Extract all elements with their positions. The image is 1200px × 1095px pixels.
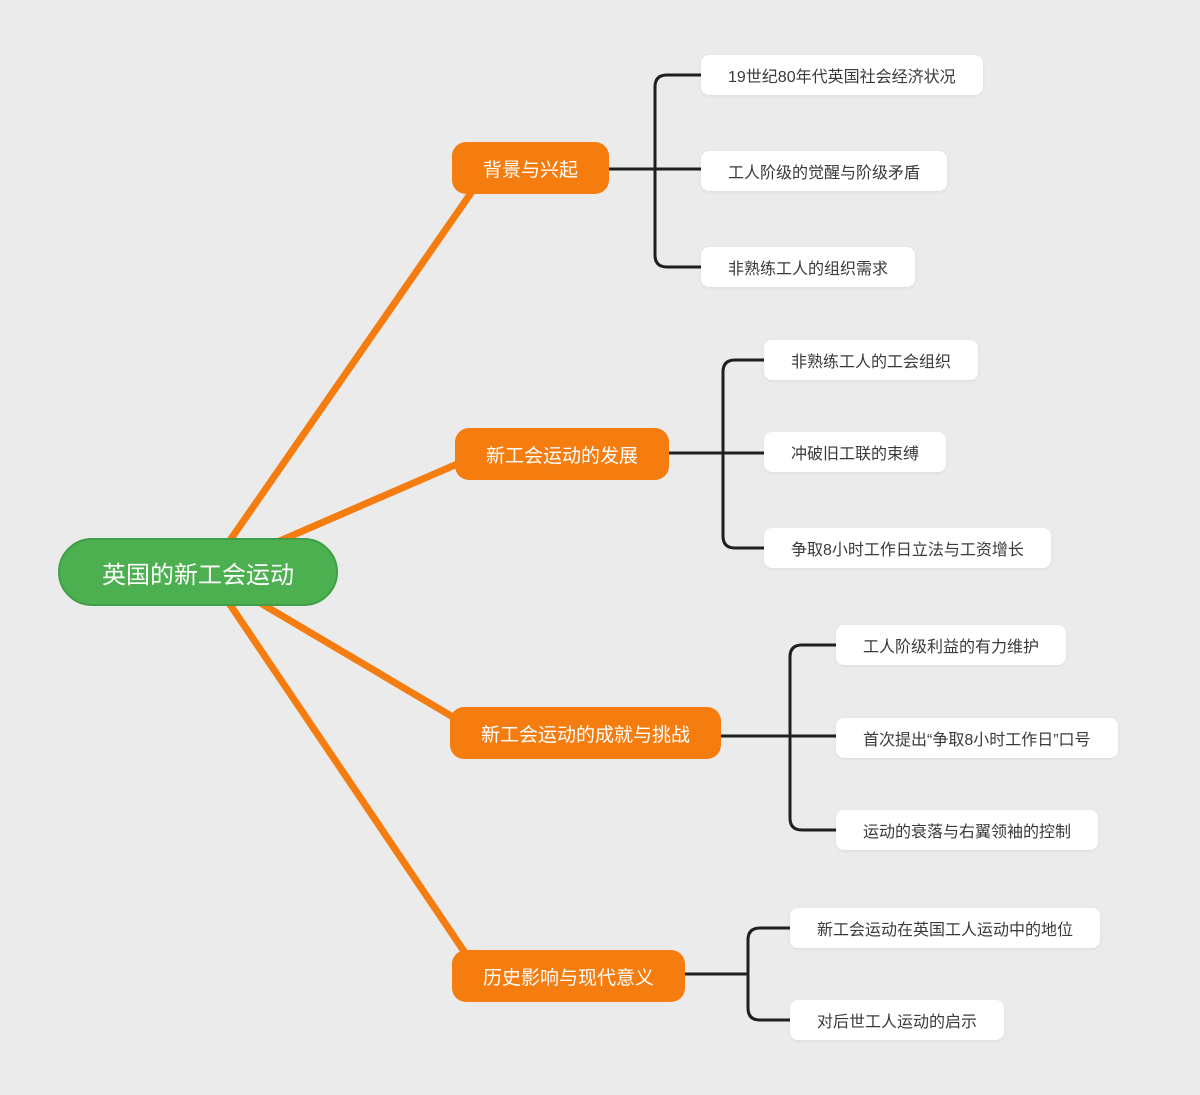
leaf-node[interactable]: 冲破旧工联的束缚 (764, 432, 947, 472)
leaf-node[interactable]: 工人阶级的觉醒与阶级矛盾 (701, 151, 948, 191)
edge-root-branch-4 (204, 568, 484, 979)
leaf-node[interactable]: 运动的衰落与右翼领袖的控制 (836, 810, 1099, 850)
branch-node-historical-significance[interactable]: 历史影响与现代意义 (452, 950, 686, 1002)
root-node[interactable]: 英国的新工会运动 (58, 538, 338, 606)
leaf-node[interactable]: 新工会运动在英国工人运动中的地位 (790, 908, 1101, 948)
leaf-node[interactable]: 争取8小时工作日立法与工资增长 (764, 528, 1051, 568)
leaf-node[interactable]: 对后世工人运动的启示 (790, 1000, 1005, 1040)
branch-node-development[interactable]: 新工会运动的发展 (455, 428, 670, 480)
leaf-node[interactable]: 非熟练工人的组织需求 (701, 247, 916, 287)
branch-node-achievements-challenges[interactable]: 新工会运动的成就与挑战 (450, 707, 722, 759)
edge-root-branch-1 (204, 176, 484, 576)
leaf-node[interactable]: 非熟练工人的工会组织 (764, 340, 979, 380)
leaf-node[interactable]: 工人阶级利益的有力维护 (836, 625, 1067, 665)
leaf-node[interactable]: 19世纪80年代英国社会经济状况 (701, 55, 983, 95)
branch-node-background-rise[interactable]: 背景与兴起 (452, 142, 610, 194)
leaf-node[interactable]: 首次提出“争取8小时工作日”口号 (836, 718, 1118, 758)
